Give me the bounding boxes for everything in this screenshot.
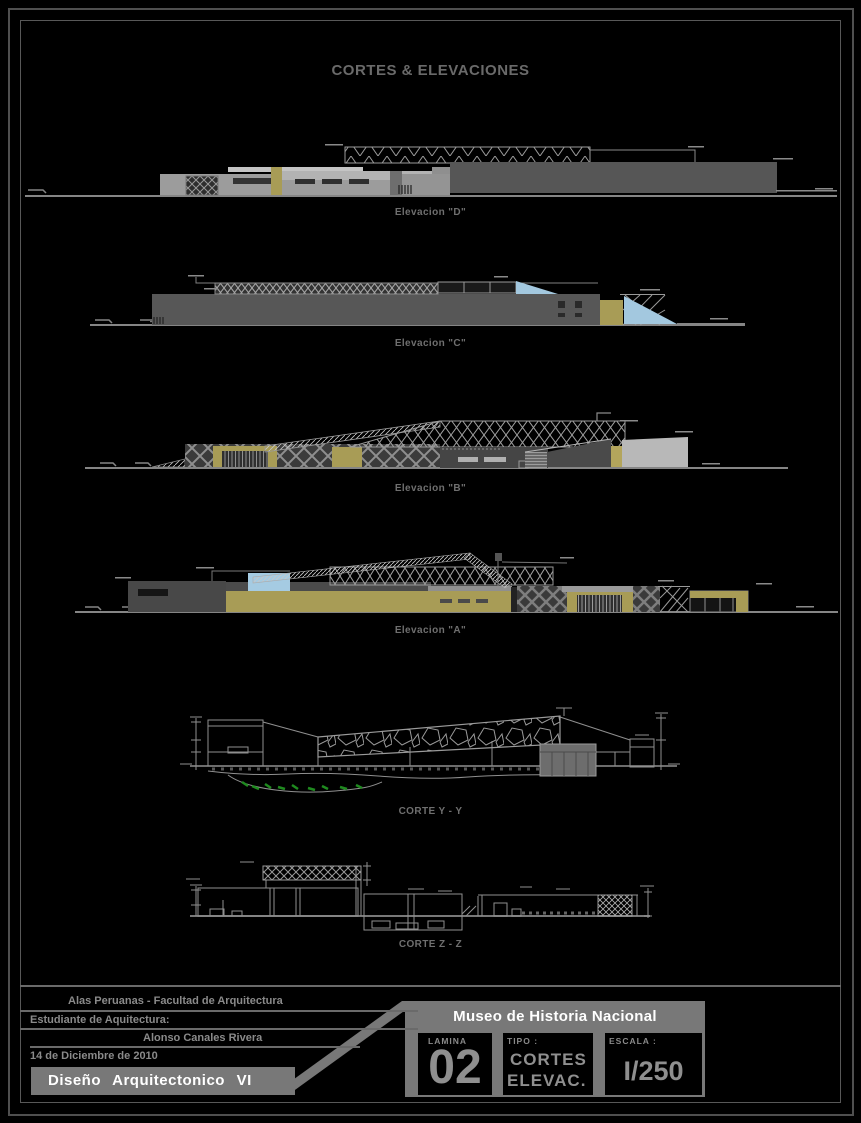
escala-label: ESCALA : (609, 1036, 657, 1046)
outer-border (8, 8, 854, 1116)
title-block-line-3 (30, 1046, 360, 1048)
elevation-b-label: Elevacion "B" (394, 483, 467, 494)
title-block-graphics (272, 1001, 705, 1097)
tipo-value-line1: CORTES (510, 1050, 587, 1069)
course-title: Diseño Arquitectonico VI (48, 1072, 252, 1089)
elevation-b-drawing (85, 412, 788, 469)
student-name: Alonso Canales Rivera (143, 1032, 263, 1044)
inner-border (20, 20, 841, 1103)
elevation-a-drawing (75, 552, 838, 613)
title-block-top-line (20, 985, 841, 987)
corte-y-drawing (180, 707, 680, 793)
course-band (31, 1067, 295, 1095)
page-title: CORTES & ELEVACIONES (331, 62, 530, 79)
corte-z-drawing (186, 861, 654, 931)
title-block-line-2 (20, 1028, 418, 1030)
tipo-value-line2: ELEVAC. (507, 1071, 587, 1090)
title-block-line-1 (20, 1010, 418, 1012)
elevation-c-drawing (90, 275, 745, 326)
date-field: 14 de Diciembre de 2010 (30, 1050, 158, 1062)
project-title: Museo de Historia Nacional (453, 1008, 657, 1025)
student-label: Estudiante de Aquitectura: (30, 1014, 170, 1026)
elevation-d-label: Elevacion "D" (394, 207, 467, 218)
corte-z-label: CORTE Z - Z (398, 939, 463, 950)
elevation-c-label: Elevacion "C" (394, 338, 467, 349)
escala-value: I/250 (623, 1056, 684, 1086)
elevation-d-drawing (25, 144, 837, 197)
tipo-label: TIPO : (507, 1036, 539, 1046)
corte-y-label: CORTE Y - Y (398, 806, 463, 817)
university-name: Alas Peruanas - Facultad de Arquitectura (68, 995, 283, 1007)
lamina-label: LAMINA (428, 1036, 468, 1046)
elevation-a-label: Elevacion "A" (394, 625, 467, 636)
lamina-number: 02 (428, 1041, 482, 1094)
